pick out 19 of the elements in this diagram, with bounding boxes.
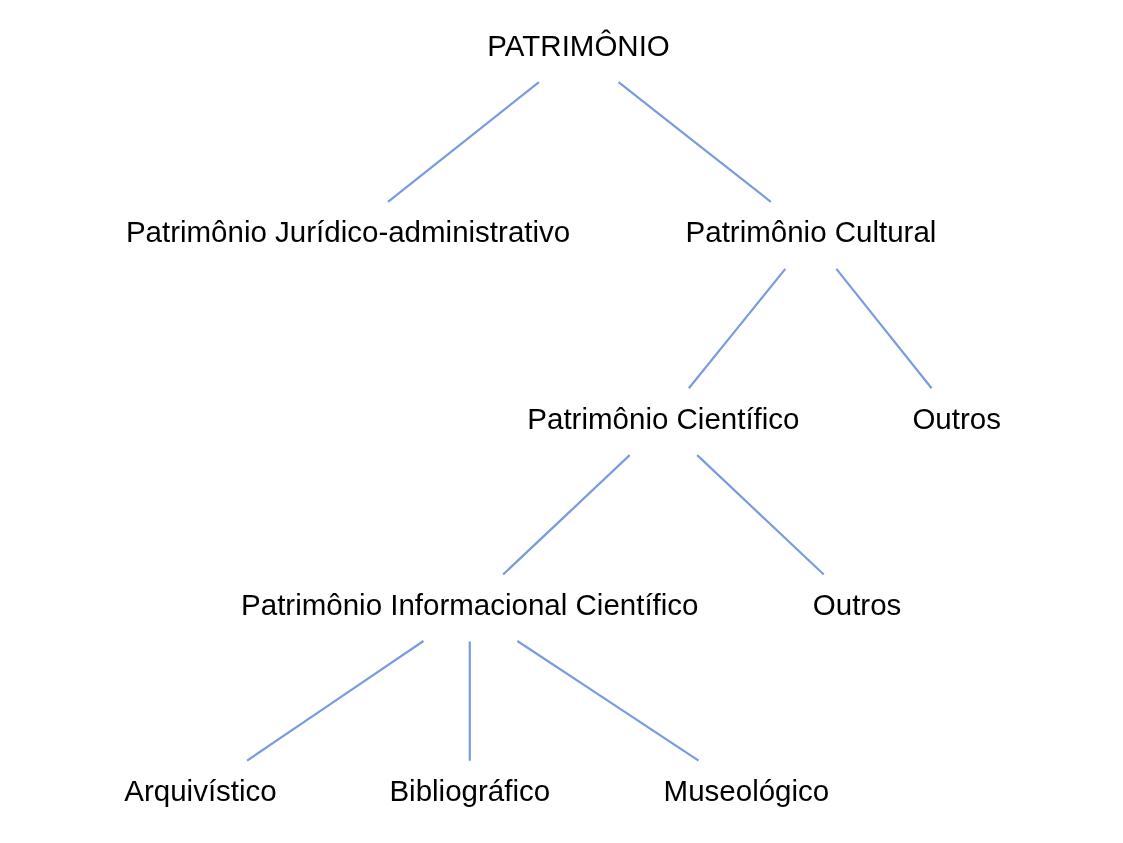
connector (695, 454, 824, 576)
connector (687, 268, 786, 389)
connector (516, 640, 699, 762)
node-text: Museológico (663, 774, 829, 808)
node-text: Outros (812, 587, 901, 621)
node-text: Patrimônio Informacional Científico (240, 587, 699, 621)
connector (501, 454, 630, 576)
node-text: Outros (911, 401, 1001, 435)
connector (835, 268, 932, 389)
node-text: Bibliográfico (388, 774, 550, 808)
node-text: PATRIMÔNIO (486, 28, 670, 62)
node-text: Patrimônio Jurídico-administrativo (125, 215, 570, 249)
connector (386, 81, 540, 203)
node-text: Patrimônio Cultural (685, 215, 936, 249)
node-text: Patrimônio Científico (526, 401, 800, 435)
connector (617, 81, 771, 203)
connector (468, 641, 471, 761)
node-text: Arquivístico (123, 774, 277, 808)
connector (246, 640, 424, 762)
